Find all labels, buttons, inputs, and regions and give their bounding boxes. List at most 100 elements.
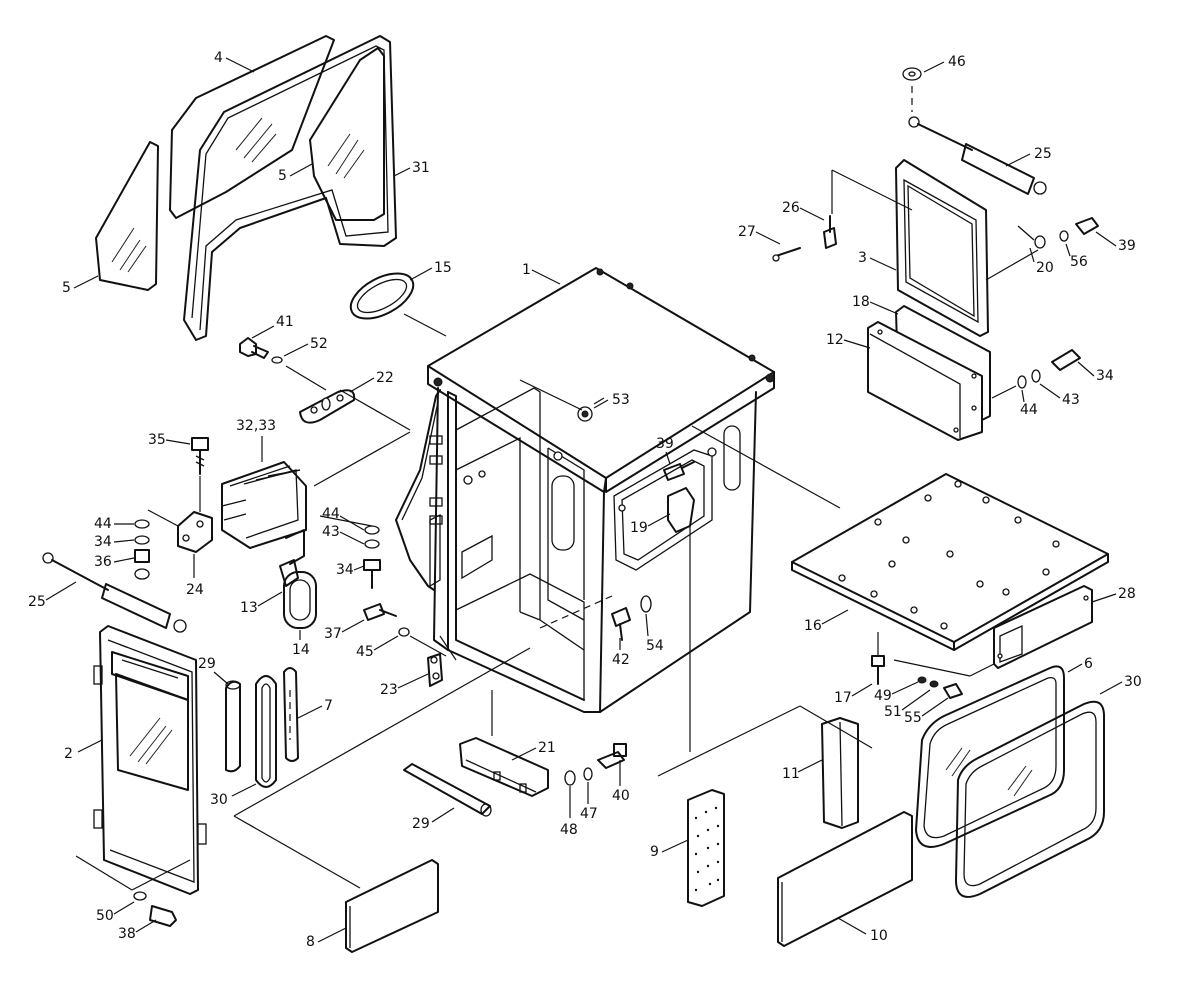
callout-25-left: 25 <box>28 594 46 610</box>
callout-44-center: 44 <box>322 506 340 522</box>
callout-30-right: 30 <box>1124 674 1142 690</box>
callout-39-center: 39 <box>656 436 674 452</box>
callout-5-upper: 5 <box>278 168 287 184</box>
part-3-window-frame <box>831 159 989 337</box>
callout-53: 53 <box>612 392 630 408</box>
part-30-rear-seal <box>955 700 1105 898</box>
part-28-plate <box>893 585 1093 677</box>
callout-34-left: 34 <box>94 534 112 550</box>
callout-25-right: 25 <box>1034 146 1052 162</box>
callout-8: 8 <box>306 934 315 950</box>
callout-54: 54 <box>646 638 664 654</box>
callout-15: 15 <box>434 260 452 276</box>
part-38-bolt-50-washer <box>133 891 177 927</box>
callout-5-left: 5 <box>62 280 71 296</box>
front-glass-assembly <box>95 35 397 341</box>
callout-9: 9 <box>650 844 659 860</box>
callout-7: 7 <box>324 698 333 714</box>
callout-12: 12 <box>826 332 844 348</box>
callout-24: 24 <box>186 582 204 598</box>
callout-34-right: 34 <box>1096 368 1114 384</box>
part-13-handle <box>279 529 305 587</box>
callout-10: 10 <box>870 928 888 944</box>
part-17-bolt <box>871 632 885 685</box>
callout-36: 36 <box>94 554 112 570</box>
callout-41: 41 <box>276 314 294 330</box>
callout-19: 19 <box>630 520 648 536</box>
callout-49: 49 <box>874 688 892 704</box>
callout-52: 52 <box>310 336 328 352</box>
callout-43-center: 43 <box>322 524 340 540</box>
part-23-clip <box>427 653 443 687</box>
callout-29-left: 29 <box>198 656 216 672</box>
callout-21: 21 <box>538 740 556 756</box>
callout-27: 27 <box>738 224 756 240</box>
callout-6: 6 <box>1084 656 1093 672</box>
callout-17: 17 <box>834 690 852 706</box>
callout-46: 46 <box>948 54 966 70</box>
callout-16: 16 <box>804 618 822 634</box>
part-46-washer <box>902 67 922 112</box>
callout-45: 45 <box>356 644 374 660</box>
part-6-rear-glass <box>915 665 1065 848</box>
callout-22: 22 <box>376 370 394 386</box>
callout-20: 20 <box>1036 260 1054 276</box>
callout-2: 2 <box>64 746 73 762</box>
callout-40: 40 <box>612 788 630 804</box>
callout-18: 18 <box>852 294 870 310</box>
callout-labels: 1 2 3 4 5 5 6 7 8 9 10 11 12 13 14 15 16… <box>28 50 1142 950</box>
callout-35: 35 <box>148 432 166 448</box>
part-2-door <box>75 625 207 895</box>
part-39-bolt-center <box>663 461 695 481</box>
callout-37: 37 <box>324 626 342 642</box>
part-16-floor-plate <box>791 473 1109 651</box>
part-12-panel <box>867 321 983 441</box>
part-20-pin-56-39 <box>985 217 1099 281</box>
callout-3: 3 <box>858 250 867 266</box>
callout-55: 55 <box>904 710 922 726</box>
part-26-27-pin <box>772 215 837 262</box>
callout-44-left: 44 <box>94 516 112 532</box>
callout-39-right: 39 <box>1118 238 1136 254</box>
main-cab-body <box>395 267 775 713</box>
part-7-strip <box>283 667 299 762</box>
part-14-latch <box>283 571 317 629</box>
callout-13: 13 <box>240 600 258 616</box>
cab-leader-lines <box>233 379 873 889</box>
part-19-bracket <box>667 487 695 533</box>
part-9-foam <box>687 789 725 907</box>
callout-4: 4 <box>214 50 223 66</box>
part-29-pipe-left <box>225 680 241 773</box>
part-30-seal-left <box>255 675 277 788</box>
callout-32-33: 32,33 <box>236 418 276 434</box>
callout-51: 51 <box>884 704 902 720</box>
hardware-34-43-44-right <box>991 349 1081 399</box>
washers-49-51-bolt-55 <box>917 676 963 699</box>
callout-11: 11 <box>782 766 800 782</box>
callout-30-left: 30 <box>210 792 228 808</box>
callout-29-lower: 29 <box>412 816 430 832</box>
callout-43-right: 43 <box>1062 392 1080 408</box>
callout-1: 1 <box>522 262 531 278</box>
part-8-panel <box>345 859 439 953</box>
small-nuts-left <box>134 509 179 580</box>
part-35-bolt <box>191 437 209 512</box>
lower-bolts-40-47-48 <box>564 743 627 786</box>
callout-34-center: 34 <box>336 562 354 578</box>
part-25-gas-strut-right <box>908 116 1047 195</box>
callout-44-right: 44 <box>1020 402 1038 418</box>
part-29-pipe-lower <box>403 763 492 817</box>
callout-14: 14 <box>292 642 310 658</box>
part-41-bolt <box>239 337 327 391</box>
callout-47: 47 <box>580 806 598 822</box>
part-21-bracket <box>459 737 549 797</box>
callout-38: 38 <box>118 926 136 942</box>
part-32-33-bellows <box>221 461 307 549</box>
part-11-foam <box>821 717 859 829</box>
callout-42: 42 <box>612 652 630 668</box>
part-24-bracket <box>177 511 213 553</box>
part-25-gas-strut-left <box>42 552 187 633</box>
callout-50: 50 <box>96 908 114 924</box>
callout-48: 48 <box>560 822 578 838</box>
